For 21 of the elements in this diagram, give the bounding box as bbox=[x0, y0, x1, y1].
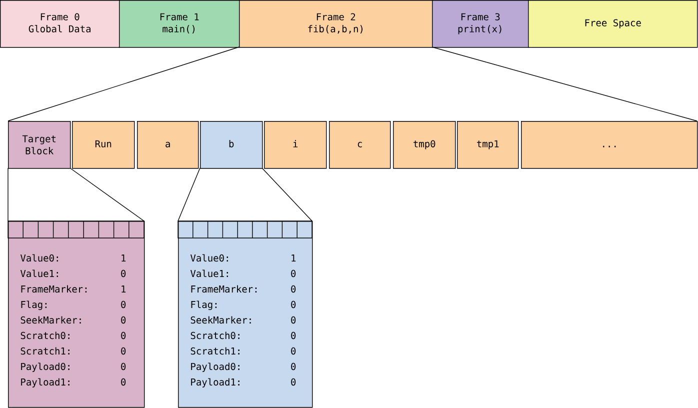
register-panel: Value0: 1 Value1: 0 FrameMarker: 0 Flag: 0 SeekMarker: 0 Scratch0: 0 Scratch1: 0 Payload0: 0 Payload1: 0 bbox=[178, 221, 313, 408]
memory-cell: ... bbox=[521, 121, 698, 169]
memory-cell: Frame 3 print(x) bbox=[432, 0, 529, 48]
memory-cell: tmp0 bbox=[393, 121, 456, 169]
memory-cell: b bbox=[200, 121, 263, 169]
memory-cell: i bbox=[264, 121, 327, 169]
zoom-line bbox=[262, 168, 312, 222]
memory-cell: tmp1 bbox=[457, 121, 519, 169]
memory-cell: Run bbox=[72, 121, 135, 169]
zoom-line bbox=[432, 46, 698, 122]
zoom-line bbox=[8, 46, 240, 122]
register-panel: Value0: 1 Value1: 0 FrameMarker: 1 Flag: 0 SeekMarker: 0 Scratch0: 0 Scratch1: 0 Payload0: 0 Payload1: 0 bbox=[8, 221, 145, 408]
memory-cell: Free Space bbox=[528, 0, 698, 48]
memory-cell: Target Block bbox=[8, 121, 71, 169]
memory-cell: c bbox=[329, 121, 391, 169]
zoom-line bbox=[178, 168, 200, 222]
memory-cell: Frame 0 Global Data bbox=[0, 0, 120, 48]
memory-cell: a bbox=[137, 121, 199, 169]
zoom-line bbox=[70, 168, 144, 222]
memory-cell: Frame 2 fib(a,b,n) bbox=[239, 0, 433, 48]
memory-cell: Frame 1 main() bbox=[119, 0, 240, 48]
